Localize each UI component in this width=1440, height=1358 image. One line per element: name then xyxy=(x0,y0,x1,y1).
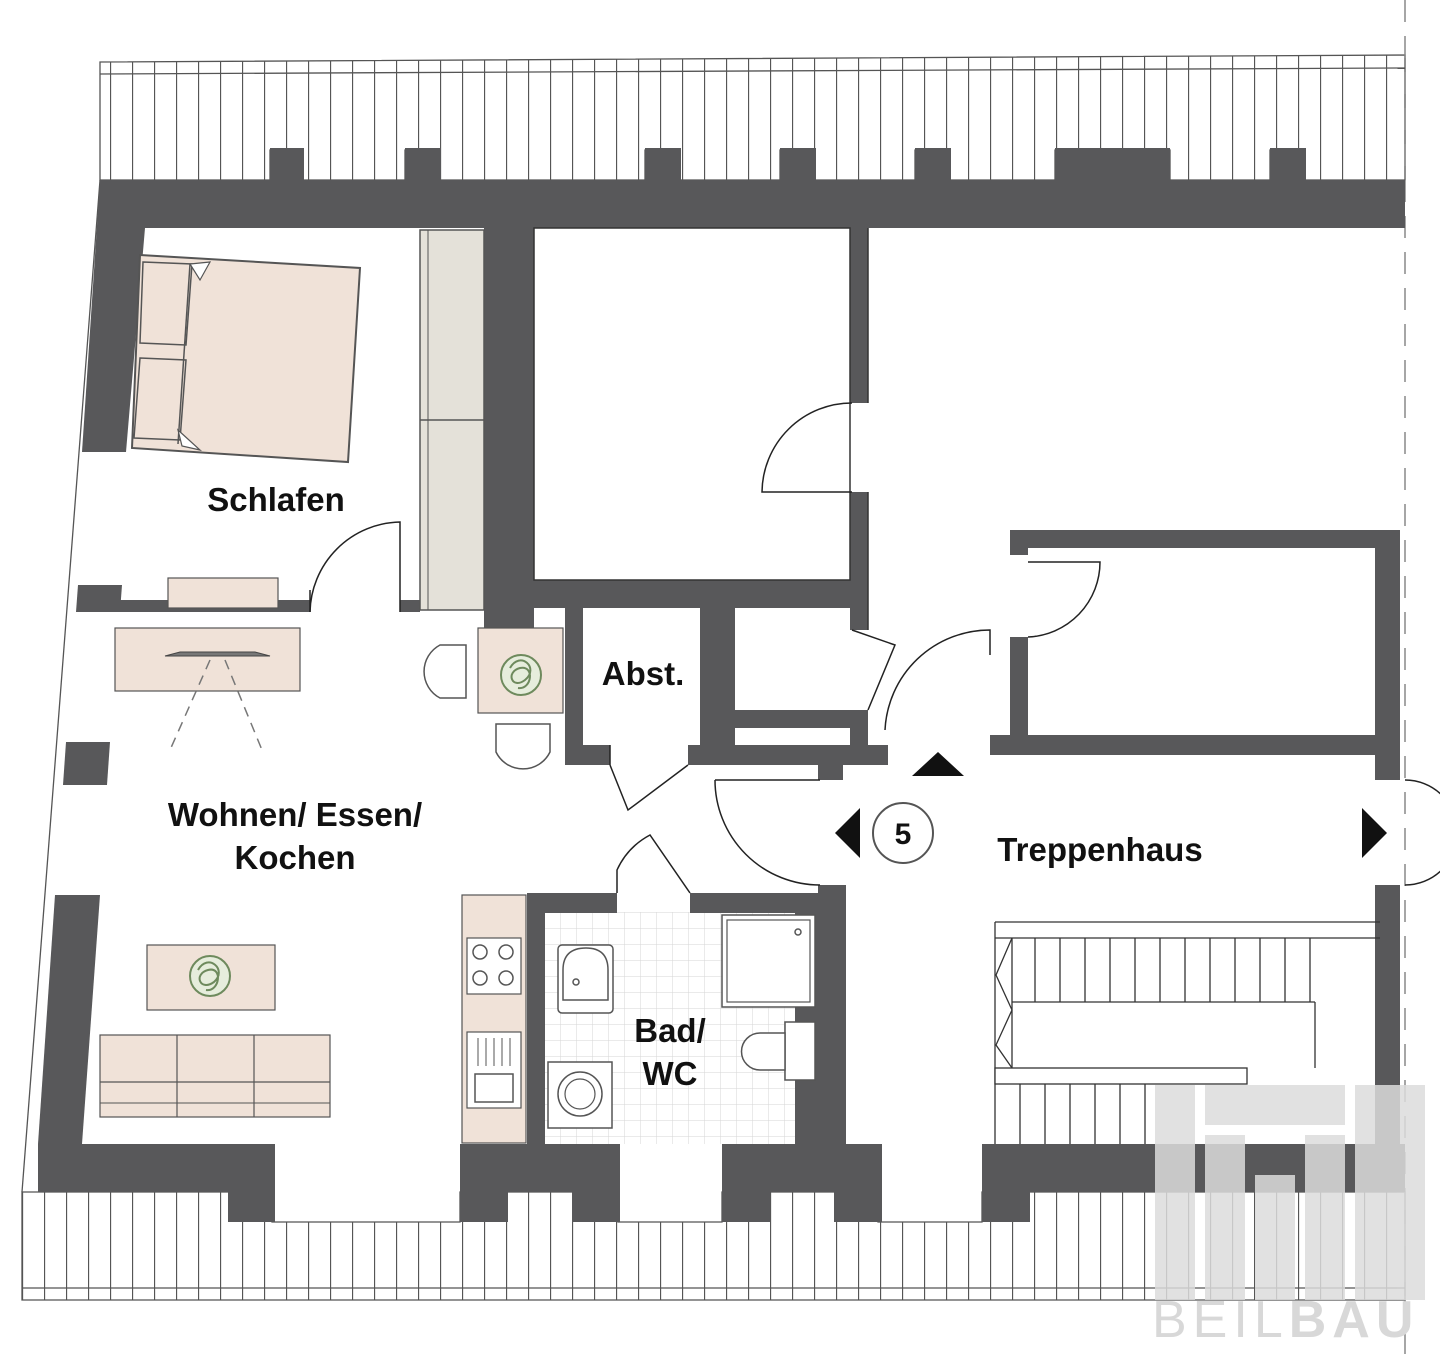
wardrobe xyxy=(419,229,485,611)
room-label-bad-1: Bad/ xyxy=(634,1012,706,1049)
arrow-up-icon xyxy=(912,752,964,776)
room-label-wohnen-1: Wohnen/ Essen/ xyxy=(168,796,422,833)
double-bed xyxy=(130,253,362,464)
room-label-bad-2: WC xyxy=(643,1055,698,1092)
wall-outlines xyxy=(533,227,869,630)
desk xyxy=(114,577,301,751)
arrow-right-icon xyxy=(1362,808,1387,858)
dining-table xyxy=(423,627,564,770)
watermark-logo xyxy=(1155,1085,1425,1300)
kitchen-counter xyxy=(461,894,527,1144)
doors xyxy=(309,402,1440,894)
room-label-abst: Abst. xyxy=(602,655,685,692)
unit-number: 5 xyxy=(895,818,912,851)
bathroom-fixtures xyxy=(547,914,816,1129)
sofa xyxy=(99,1034,331,1118)
room-label-treppenhaus: Treppenhaus xyxy=(997,831,1202,868)
watermark-text: BEILBAU xyxy=(1152,1291,1419,1349)
watermark-text-bold: BAU xyxy=(1289,1291,1420,1349)
plant-icon xyxy=(189,955,231,997)
watermark-text-light: BEIL xyxy=(1152,1291,1289,1349)
unit-badge xyxy=(872,802,934,864)
staircase xyxy=(994,921,1380,1144)
outer-slope-line xyxy=(21,179,101,1193)
room-label-schlafen: Schlafen xyxy=(207,481,345,518)
plant-icon xyxy=(500,654,542,696)
room-label-wohnen-2: Kochen xyxy=(234,839,355,876)
arrow-left-icon xyxy=(835,808,860,858)
